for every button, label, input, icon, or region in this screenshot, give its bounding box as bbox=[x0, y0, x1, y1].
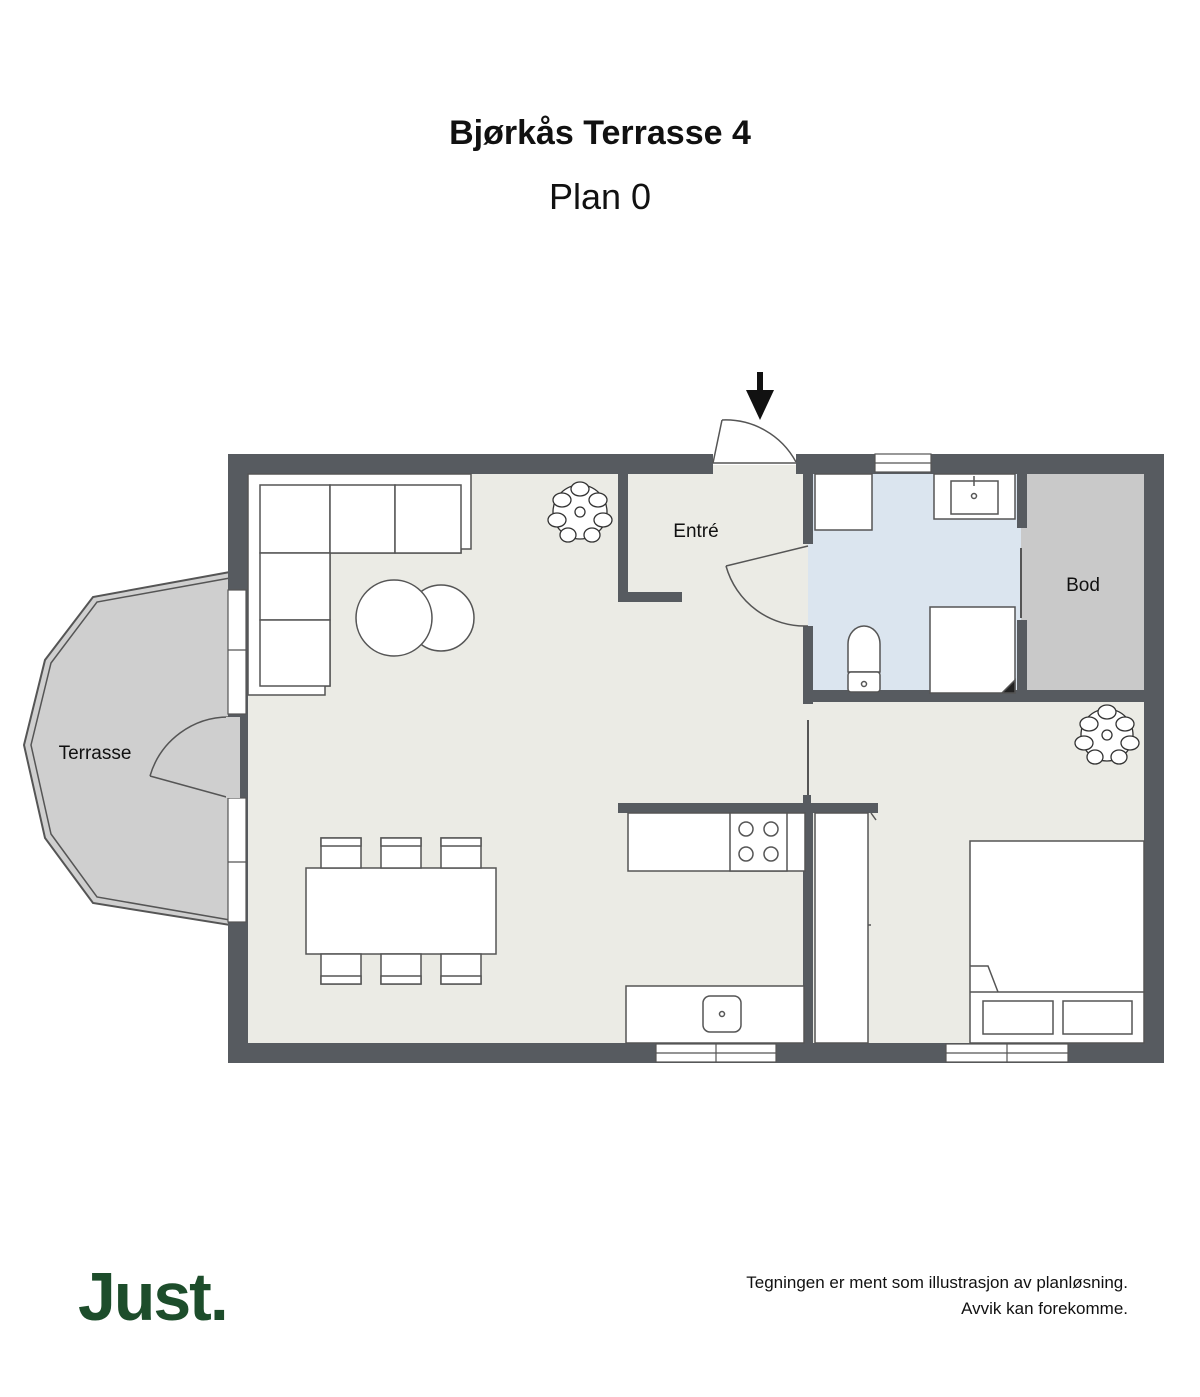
coffee-tables bbox=[355, 579, 475, 657]
storage-floor bbox=[1021, 465, 1154, 697]
entrance-door bbox=[712, 419, 797, 464]
disclaimer-line: Avvik kan forekomme. bbox=[961, 1299, 1128, 1318]
windows bbox=[227, 453, 1069, 1063]
plant-icon bbox=[547, 481, 613, 543]
room-label-entre: Entré bbox=[673, 521, 718, 542]
entrance-arrow-icon bbox=[746, 372, 774, 420]
terrace-doorway bbox=[226, 717, 240, 798]
stove-counter bbox=[627, 812, 806, 872]
dining-chairs bbox=[320, 837, 482, 985]
bathroom-fixtures bbox=[814, 473, 1016, 694]
brand-logo: Just. bbox=[78, 1259, 229, 1335]
wardrobe bbox=[814, 812, 877, 1044]
toilet-icon bbox=[847, 625, 881, 693]
bed bbox=[969, 840, 1145, 1044]
terrace-area bbox=[22, 570, 231, 927]
plan-title: Bjørkås Terrasse 4 bbox=[449, 114, 751, 152]
sink-counter bbox=[625, 985, 805, 1044]
room-label-terrasse: Terrasse bbox=[59, 743, 132, 764]
dining-table bbox=[305, 867, 497, 955]
terrace-railing bbox=[30, 577, 231, 921]
disclaimer-line: Tegningen er ment som illustrasjon av pl… bbox=[746, 1273, 1128, 1292]
room-label-bod: Bod bbox=[1066, 575, 1100, 596]
bathroom-door bbox=[725, 545, 809, 627]
disclaimer: Tegningen er ment som illustrasjon av pl… bbox=[746, 1270, 1128, 1322]
sofa bbox=[247, 473, 472, 696]
plan-subtitle: Plan 0 bbox=[548, 176, 652, 217]
plant-icon bbox=[1074, 704, 1140, 765]
